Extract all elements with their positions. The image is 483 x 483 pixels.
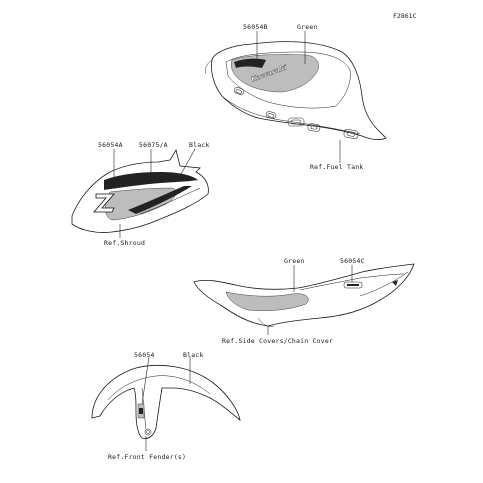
shroud-part-no-b: 56075/A: [139, 141, 168, 149]
side-covers-drawing: [193, 263, 415, 327]
fuel-tank-ref: Ref.Fuel Tank: [310, 163, 363, 171]
front-fender-drawing: [91, 364, 241, 439]
shroud-drawing: [71, 148, 209, 233]
fuel-tank-group: Kawasaki 56054B Green Ref.Fuel Tank: [205, 23, 387, 171]
side-covers-color: Green: [284, 257, 305, 265]
fuel-tank-color: Green: [297, 23, 318, 31]
shroud-ref: Ref.Shroud: [104, 239, 145, 247]
side-covers-part-no: 56054C: [340, 257, 365, 265]
fuel-tank-part-no: 56054B: [243, 23, 268, 31]
fuel-tank-drawing: Kawasaki: [205, 41, 387, 141]
front-fender-group: 56054 Black Ref.Front Fender(s): [91, 351, 241, 461]
front-fender-part-no: 56054: [134, 351, 155, 359]
front-fender-color: Black: [183, 351, 204, 359]
side-covers-group: Green 56054C Ref.Side Covers/Chain Cover: [193, 257, 415, 345]
front-fender-ref: Ref.Front Fender(s): [108, 453, 186, 461]
shroud-color: Black: [189, 141, 210, 149]
shroud-group: 56054A 56075/A Black Ref.Shroud: [71, 141, 210, 247]
side-covers-ref: Ref.Side Covers/Chain Cover: [222, 337, 333, 345]
shroud-part-no-a: 56054A: [98, 141, 123, 149]
figure-id: F2861C: [393, 12, 417, 20]
